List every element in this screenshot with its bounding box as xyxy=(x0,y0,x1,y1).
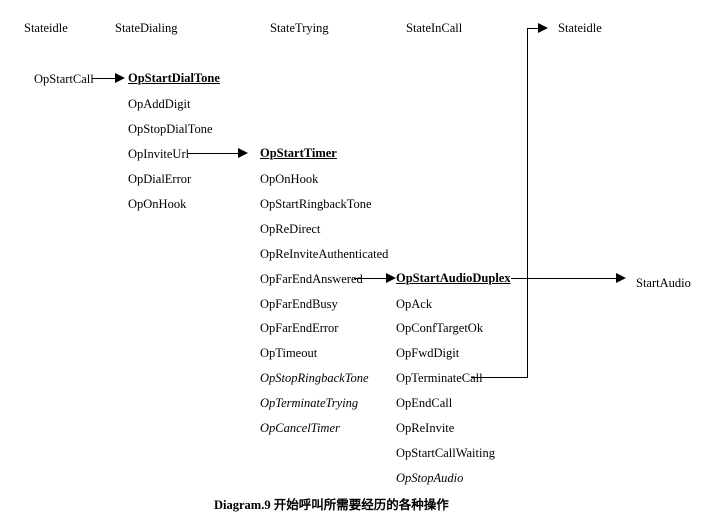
op-start-dial-tone: OpStartDialTone xyxy=(128,71,220,85)
op-start-call: OpStartCall xyxy=(34,72,94,86)
op-redirect: OpReDirect xyxy=(260,222,321,236)
op-on-hook-dialing: OpOnHook xyxy=(128,197,187,211)
column-header-state-idle: Stateidle xyxy=(24,21,68,35)
op-conf-target-ok: OpConfTargetOk xyxy=(396,321,484,335)
connector-terminate-call-vertical-trunk xyxy=(527,28,528,378)
op-stop-dial-tone: OpStopDialTone xyxy=(128,122,213,136)
op-far-end-answered: OpFarEndAnswered xyxy=(260,272,363,286)
op-start-audio-duplex: OpStartAudioDuplex xyxy=(396,271,511,285)
column-header-state-idle-return: Stateidle xyxy=(558,21,602,35)
connector-far-end-answered-to-audio-duplex-line xyxy=(354,278,390,279)
terminal-start-audio: StartAudio xyxy=(636,276,691,290)
op-dial-error: OpDialError xyxy=(128,172,192,186)
connector-audio-duplex-to-start-audio-line xyxy=(511,278,619,279)
connector-terminate-call-horizontal-line xyxy=(471,377,528,378)
op-stop-audio: OpStopAudio xyxy=(396,471,464,485)
op-add-digit: OpAddDigit xyxy=(128,97,191,111)
column-header-state-dialing: StateDialing xyxy=(115,21,178,35)
diagram-caption: Diagram.9 开始呼叫所需要经历的各种操作 xyxy=(214,498,449,512)
op-fwd-digit: OpFwdDigit xyxy=(396,346,460,360)
op-reinvite-authenticated: OpReInviteAuthenticated xyxy=(260,247,389,261)
op-invite-url: OpInviteUrl xyxy=(128,147,190,161)
op-reinvite: OpReInvite xyxy=(396,421,455,435)
op-ack: OpAck xyxy=(396,297,433,311)
op-cancel-timer: OpCancelTimer xyxy=(260,421,340,435)
connector-start-call-to-dial-tone-arrow-icon xyxy=(115,73,125,83)
connector-terminate-call-to-state-idle-arrow-icon xyxy=(538,23,548,33)
op-terminate-trying: OpTerminateTrying xyxy=(260,396,359,410)
op-stop-ringback-tone: OpStopRingbackTone xyxy=(260,371,369,385)
column-header-state-in-call: StateInCall xyxy=(406,21,463,35)
op-timeout: OpTimeout xyxy=(260,346,318,360)
connector-audio-duplex-to-start-audio-arrow-icon xyxy=(616,273,626,283)
op-far-end-busy: OpFarEndBusy xyxy=(260,297,338,311)
op-start-ringback-tone: OpStartRingbackTone xyxy=(260,197,372,211)
op-terminate-call: OpTerminateCall xyxy=(396,371,483,385)
connector-start-call-to-dial-tone-line xyxy=(92,78,118,79)
op-on-hook-trying: OpOnHook xyxy=(260,172,319,186)
connector-terminate-call-to-state-idle-line xyxy=(527,28,542,29)
op-far-end-error: OpFarEndError xyxy=(260,321,339,335)
op-end-call: OpEndCall xyxy=(396,396,453,410)
connector-invite-url-to-start-timer-arrow-icon xyxy=(238,148,248,158)
op-start-timer: OpStartTimer xyxy=(260,146,337,160)
connector-far-end-answered-to-audio-duplex-arrow-icon xyxy=(386,273,396,283)
op-start-call-waiting: OpStartCallWaiting xyxy=(396,446,495,460)
connector-invite-url-to-start-timer-line xyxy=(188,153,240,154)
column-header-state-trying: StateTrying xyxy=(270,21,329,35)
